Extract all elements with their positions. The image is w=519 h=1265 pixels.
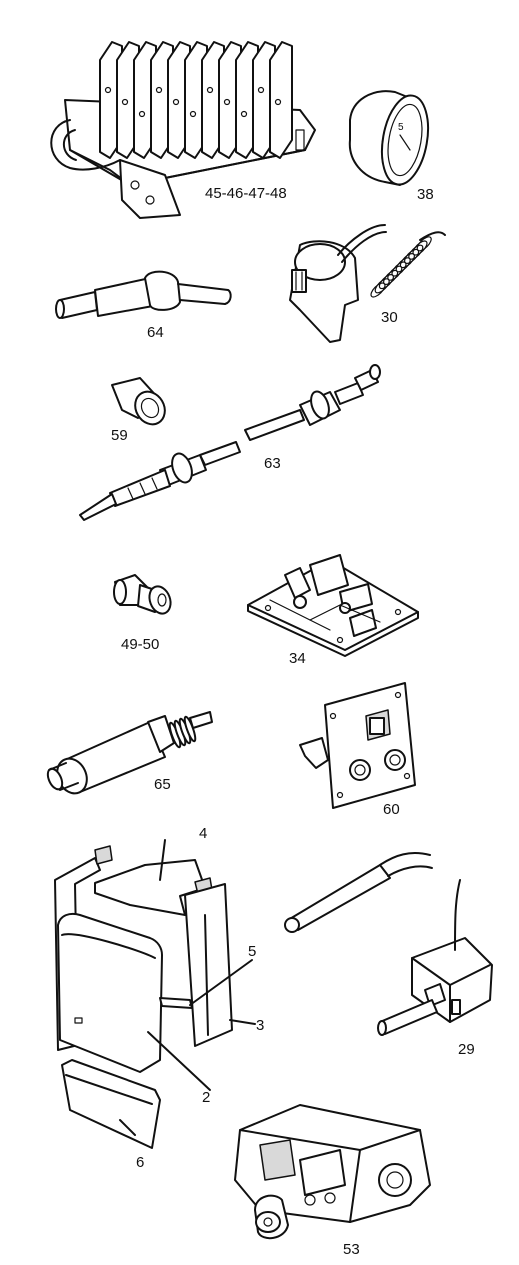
- circuit-board-drawing: [247, 554, 419, 657]
- casing-front-drawing: [57, 912, 253, 1091]
- burner-fin-hole: [223, 98, 231, 106]
- label-casing-front: 2: [202, 1089, 211, 1106]
- label-thermocouple: 63: [264, 455, 281, 472]
- svg-text:5: 5: [398, 122, 404, 133]
- spring-coil: [416, 236, 432, 252]
- burner-fin-hole: [189, 110, 197, 118]
- thermocouple-drawing: [79, 364, 381, 521]
- pressure-switch-drawing: [289, 224, 446, 343]
- label-circuit-board: 34: [289, 650, 306, 667]
- label-casing-side: 3: [256, 1017, 265, 1034]
- burner-fin-hole: [138, 110, 146, 118]
- injector-drawing: [113, 574, 172, 615]
- label-casing-strut: 5: [248, 943, 257, 960]
- label-gauge: 38: [417, 186, 434, 203]
- burner-fin-hole: [274, 98, 282, 106]
- label-casing-top: 4: [199, 825, 208, 842]
- label-pressure-switch: 30: [381, 309, 398, 326]
- burner-assembly-drawing: [50, 41, 316, 219]
- label-injector: 49-50: [121, 636, 160, 653]
- label-burner: 45-46-47-48: [205, 185, 287, 202]
- thermostat-drawing: [377, 879, 493, 1036]
- label-casing-bottom: 6: [136, 1154, 145, 1171]
- gas-valve-drawing: [234, 1104, 431, 1240]
- spring-coil: [408, 244, 424, 260]
- sleeve-drawing: [111, 377, 166, 426]
- casing-bottom-drawing: [61, 1059, 161, 1149]
- gauge-drawing: 5: [348, 90, 430, 186]
- label-gas-valve: 53: [343, 1241, 360, 1258]
- sensor-probe-drawing: [55, 270, 232, 319]
- burner-fin-hole: [155, 86, 163, 94]
- thermostat-probe-drawing: [284, 852, 433, 933]
- control-panel-drawing: [299, 682, 416, 809]
- spring-coil: [412, 240, 428, 256]
- label-control-panel: 60: [383, 801, 400, 818]
- burner-fin: [269, 41, 293, 159]
- label-spark-electrode: 65: [154, 776, 171, 793]
- burner-fin-hole: [121, 98, 129, 106]
- burner-fin-hole: [240, 110, 248, 118]
- burner-fin-hole: [104, 86, 112, 94]
- label-sensor-probe: 64: [147, 324, 164, 341]
- spark-electrode-drawing: [46, 711, 213, 795]
- label-sleeve: 59: [111, 427, 128, 444]
- label-thermostat: 29: [458, 1041, 475, 1058]
- burner-fin-hole: [172, 98, 180, 106]
- burner-fin-hole: [257, 86, 265, 94]
- burner-fin-hole: [206, 86, 214, 94]
